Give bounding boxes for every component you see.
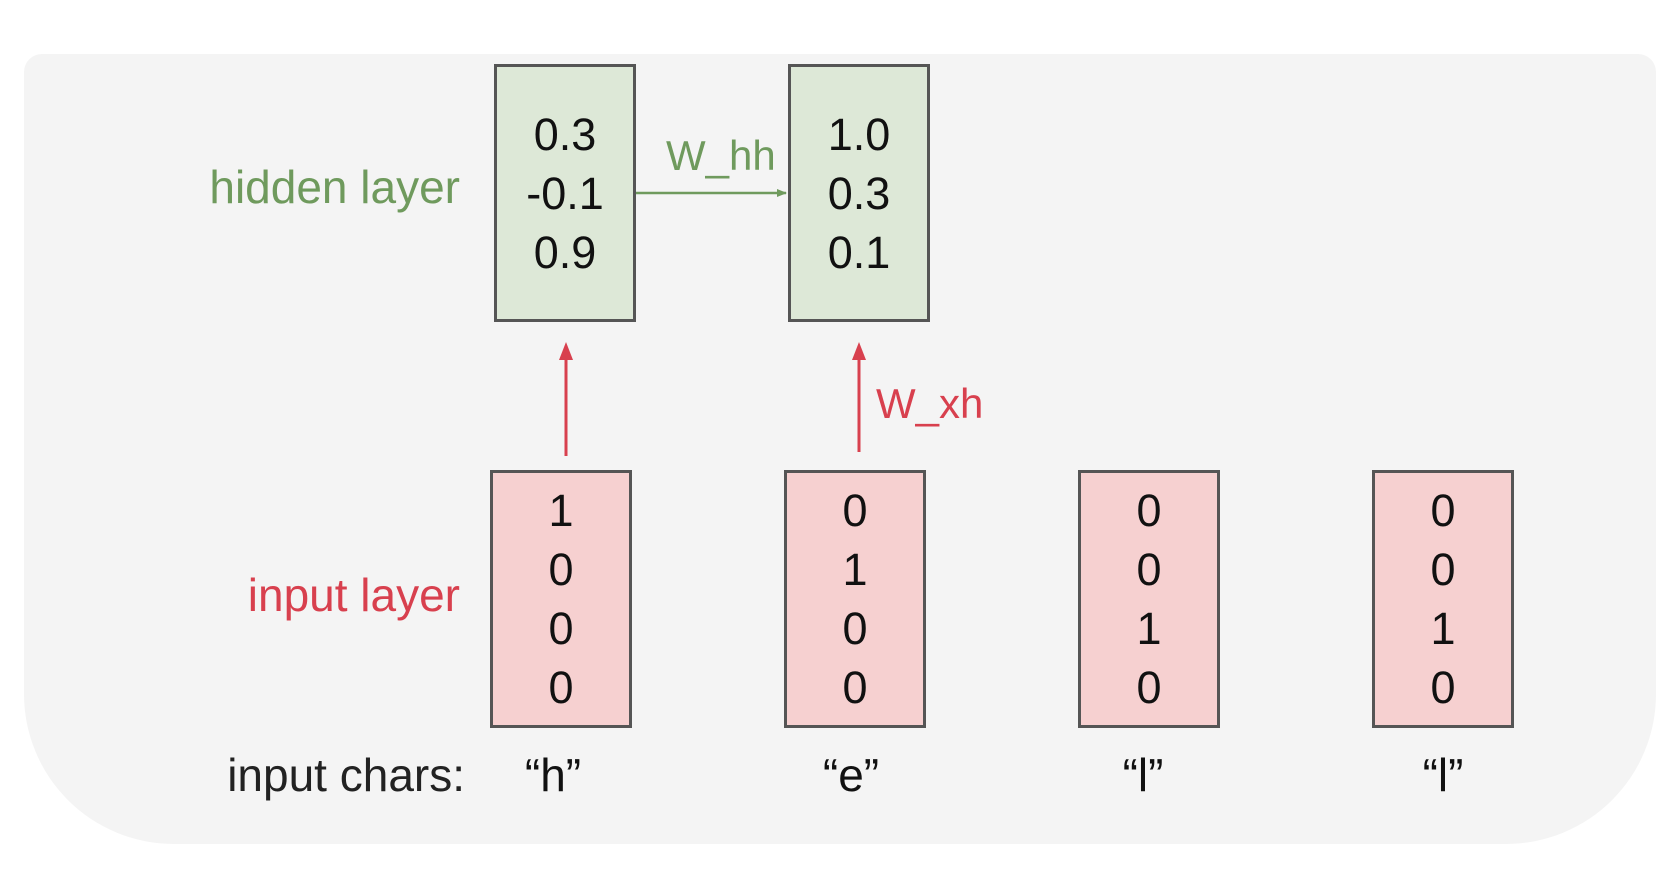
w-xh-arrow-1 — [559, 342, 573, 456]
input-vector-value: 0 — [548, 544, 574, 595]
input-vector-4: 0 0 1 0 — [1372, 470, 1514, 728]
hidden-vector-2: 1.0 0.3 0.1 — [788, 64, 930, 322]
input-layer-label: input layer — [247, 569, 460, 621]
input-char-l: “l” — [1422, 749, 1464, 801]
input-vector-1: 1 0 0 0 — [490, 470, 632, 728]
input-vector-value: 0 — [1430, 485, 1456, 536]
input-vector-value: 0 — [1136, 662, 1162, 713]
input-vector-value: 1 — [1136, 603, 1162, 654]
input-vector-3: 0 0 1 0 — [1078, 470, 1220, 728]
input-char-e: “e” — [822, 749, 880, 801]
hidden-vector-value: 0.3 — [533, 108, 597, 160]
hidden-vector-value: 0.1 — [827, 226, 891, 278]
input-vector-value: 1 — [548, 485, 574, 536]
input-vector-value: 0 — [842, 603, 868, 654]
w-xh-arrow-2 — [852, 342, 866, 452]
input-vector-value: 1 — [1430, 603, 1456, 654]
hidden-layer-label: hidden layer — [209, 161, 460, 213]
hidden-vector-value: -0.1 — [526, 167, 604, 219]
hidden-vector-value: 0.9 — [533, 226, 597, 278]
input-vector-value: 0 — [842, 662, 868, 713]
input-vector-value: 1 — [842, 544, 868, 595]
input-vector-value: 0 — [548, 662, 574, 713]
input-char-l: “l” — [1122, 749, 1164, 801]
input-vector-value: 0 — [1430, 544, 1456, 595]
input-vector-value: 0 — [842, 485, 868, 536]
hidden-vector-value: 0.3 — [827, 167, 891, 219]
input-vector-value: 0 — [1136, 485, 1162, 536]
hidden-vector-value: 1.0 — [827, 108, 891, 160]
input-vector-value: 0 — [1430, 662, 1456, 713]
input-vector-value: 0 — [548, 603, 574, 654]
w-xh-label: W_xh — [876, 380, 984, 427]
input-vector-2: 0 1 0 0 — [784, 470, 926, 728]
w-hh-label: W_hh — [666, 132, 776, 179]
input-chars-label: input chars: — [227, 749, 465, 801]
hidden-vector-1: 0.3 -0.1 0.9 — [494, 64, 636, 322]
input-vector-value: 0 — [1136, 544, 1162, 595]
input-char-h: “h” — [524, 749, 582, 801]
